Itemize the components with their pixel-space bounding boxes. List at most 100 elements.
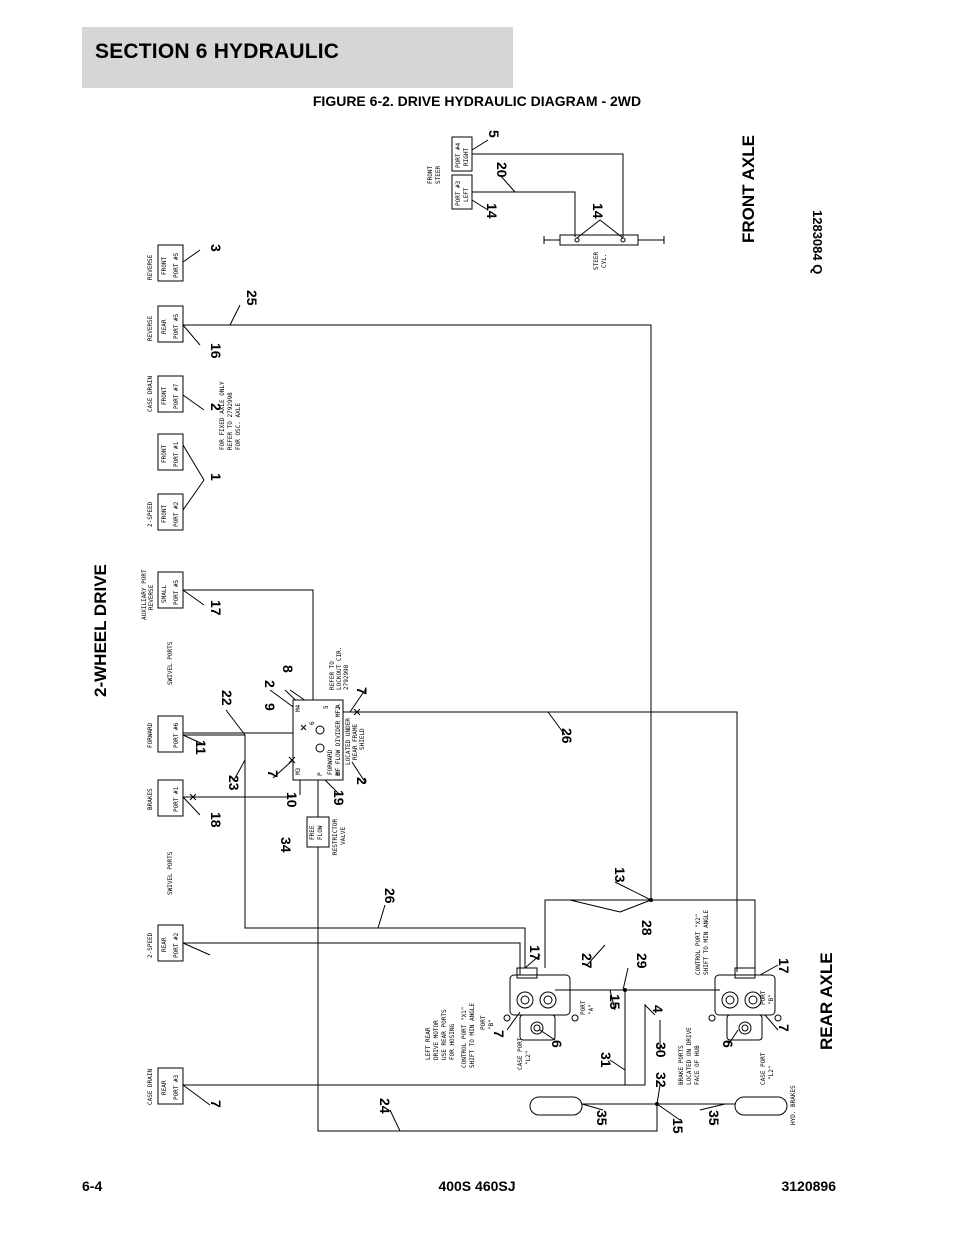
steer-port-left <box>574 237 580 243</box>
flow-divider-box <box>292 699 344 781</box>
hose-line-24 <box>317 847 658 1132</box>
callout: 7 <box>354 687 370 695</box>
port-text-port3-0: PORT #3 <box>455 180 462 206</box>
left-rear-drive-motor <box>503 967 579 1041</box>
note-port-b-right-0: PORT <box>760 990 767 1005</box>
leader-lines <box>182 139 779 1132</box>
port-box-forward <box>157 715 184 753</box>
port-text-reverse-rear-1: REAR <box>161 319 168 334</box>
hose-line-7-rear <box>183 1004 646 1086</box>
port-text-2-speed-front-0: 2-SPEED <box>147 501 154 527</box>
note-port-b-left-0: PORT <box>480 1015 487 1030</box>
note-left-rear-1: DRIVE MOTOR <box>433 1020 440 1060</box>
note-restrictor-2: RESTRICTOR <box>332 818 339 855</box>
note-front-steer-0: FRONT <box>427 166 434 184</box>
callout: 17 <box>527 945 543 961</box>
port-text-case-drain-rear-2: PORT #3 <box>173 1074 180 1100</box>
callout: 2 <box>208 403 224 411</box>
hose-line-26 <box>343 711 738 972</box>
callout: 35 <box>706 1110 722 1126</box>
callout: 29 <box>634 953 650 969</box>
port-text-case-drain-rear-0: CASE DRAIN <box>147 1068 154 1105</box>
fd-port-5: 5 <box>323 705 330 709</box>
port-box-case-drain-rear <box>157 1067 184 1105</box>
right-rear-drive-motor <box>708 967 782 1041</box>
callout: 5 <box>486 130 502 138</box>
section-title: SECTION 6 HYDRAULIC <box>95 40 340 63</box>
note-brake-ports-1: LOCATED ON DRIVE <box>686 1027 693 1085</box>
callout: 6 <box>720 1040 736 1048</box>
callout: 11 <box>193 740 209 755</box>
fd-port-a: A <box>335 704 342 708</box>
port-text-forward-0: FORWARD <box>147 722 154 748</box>
port-text-port4-0: PORT #4 <box>455 142 462 168</box>
port-box-reverse-rear <box>157 305 184 343</box>
note-steer-cyl-0: STEER <box>593 252 600 270</box>
restrictor-valve-box <box>306 816 330 848</box>
hose-line-steer-left <box>472 191 576 237</box>
port-box-case-drain-front <box>157 375 184 413</box>
note-case-l2-left-1: "L2" <box>525 1051 532 1065</box>
note-fixed-axle-2: FOR OSC. AXLE <box>235 403 242 450</box>
hose-line-22 <box>183 734 526 968</box>
footer-model: 400S 460SJ <box>438 1178 516 1194</box>
callout: 17 <box>208 600 224 616</box>
port-text-port3-1: LEFT <box>463 187 470 202</box>
port-box-2-speed-rear <box>157 924 184 962</box>
port-text-2-speed-rear-1: REAR <box>161 937 168 952</box>
note-left-rear-3: FOR HOSING <box>449 1023 456 1060</box>
note-case-l2-left-0: CASE PORT <box>517 1037 524 1070</box>
port-text-case-drain-front-1: FRONT <box>161 387 168 405</box>
callout: 14 <box>590 203 606 219</box>
cap-marks <box>189 708 361 801</box>
footer-doc-number: 3120896 <box>781 1178 836 1194</box>
port-text-2-speed-rear-2: PORT #2 <box>173 932 180 958</box>
callout: 16 <box>208 343 224 359</box>
heading-2wd: 2-WHEEL DRIVE <box>91 564 110 697</box>
callout: 2 <box>354 777 370 785</box>
note-hyd-brakes: HYD. BRAKES <box>790 1085 797 1125</box>
port-text-reverse-front-0: REVERSE <box>147 254 154 280</box>
steer-rod <box>543 236 665 244</box>
fd-port-m3: M3 <box>295 767 302 775</box>
port-box-port4-right <box>451 136 473 172</box>
port-text-brakes-0: BRAKES <box>147 788 154 810</box>
port-text-reverse-rear-2: PORT #5 <box>173 313 180 339</box>
callout: 32 <box>653 1072 669 1088</box>
note-swivel-bottom: SWIVEL PORTS <box>167 851 174 895</box>
callout: 7 <box>265 770 281 778</box>
callout: 6 <box>549 1040 565 1048</box>
callout: 35 <box>594 1110 610 1126</box>
hose-line-25 <box>183 324 652 900</box>
note-front-steer-1: STEER <box>435 166 442 184</box>
heading-front-axle: FRONT AXLE <box>739 135 758 243</box>
note-fixed-axle-1: REFER TO 2792998 <box>227 392 234 450</box>
callout: 19 <box>331 790 347 806</box>
footer-page-number: 6-4 <box>82 1178 103 1194</box>
note-flow-divider-1: MF FLOW DIVIDER MF2 <box>335 706 342 775</box>
callout: 30 <box>653 1042 669 1058</box>
note-restrictor-3: VALVE <box>340 827 347 845</box>
callout: 26 <box>559 728 575 744</box>
callout: 2 <box>262 680 278 688</box>
port-text-forward-1: PORT #6 <box>173 722 180 748</box>
flow-divider-port-circle-a <box>315 725 325 735</box>
callout: 9 <box>262 703 278 711</box>
port-text-port4-1: RIGHT <box>463 148 470 166</box>
port-text-aux-2: SMALL <box>161 585 168 603</box>
port-text-front-1-1: PORT #1 <box>173 441 180 467</box>
note-case-l2-right-0: CASE PORT <box>760 1052 767 1085</box>
port-text-brakes-1: PORT #1 <box>173 786 180 812</box>
callout: 13 <box>612 867 628 883</box>
note-flow-divider-3: REAR FRAME <box>352 723 359 760</box>
port-text-2-speed-rear-0: 2-SPEED <box>147 932 154 958</box>
port-box-brakes <box>157 779 184 817</box>
drawing-number: 1283084 Q <box>810 210 825 274</box>
callout: 26 <box>382 888 398 904</box>
callout: 14 <box>484 203 500 219</box>
callout: 1 <box>208 473 224 481</box>
callout: 31 <box>598 1052 614 1068</box>
steer-cylinder <box>559 234 639 246</box>
note-flow-divider-0: FORWARD <box>327 749 334 775</box>
